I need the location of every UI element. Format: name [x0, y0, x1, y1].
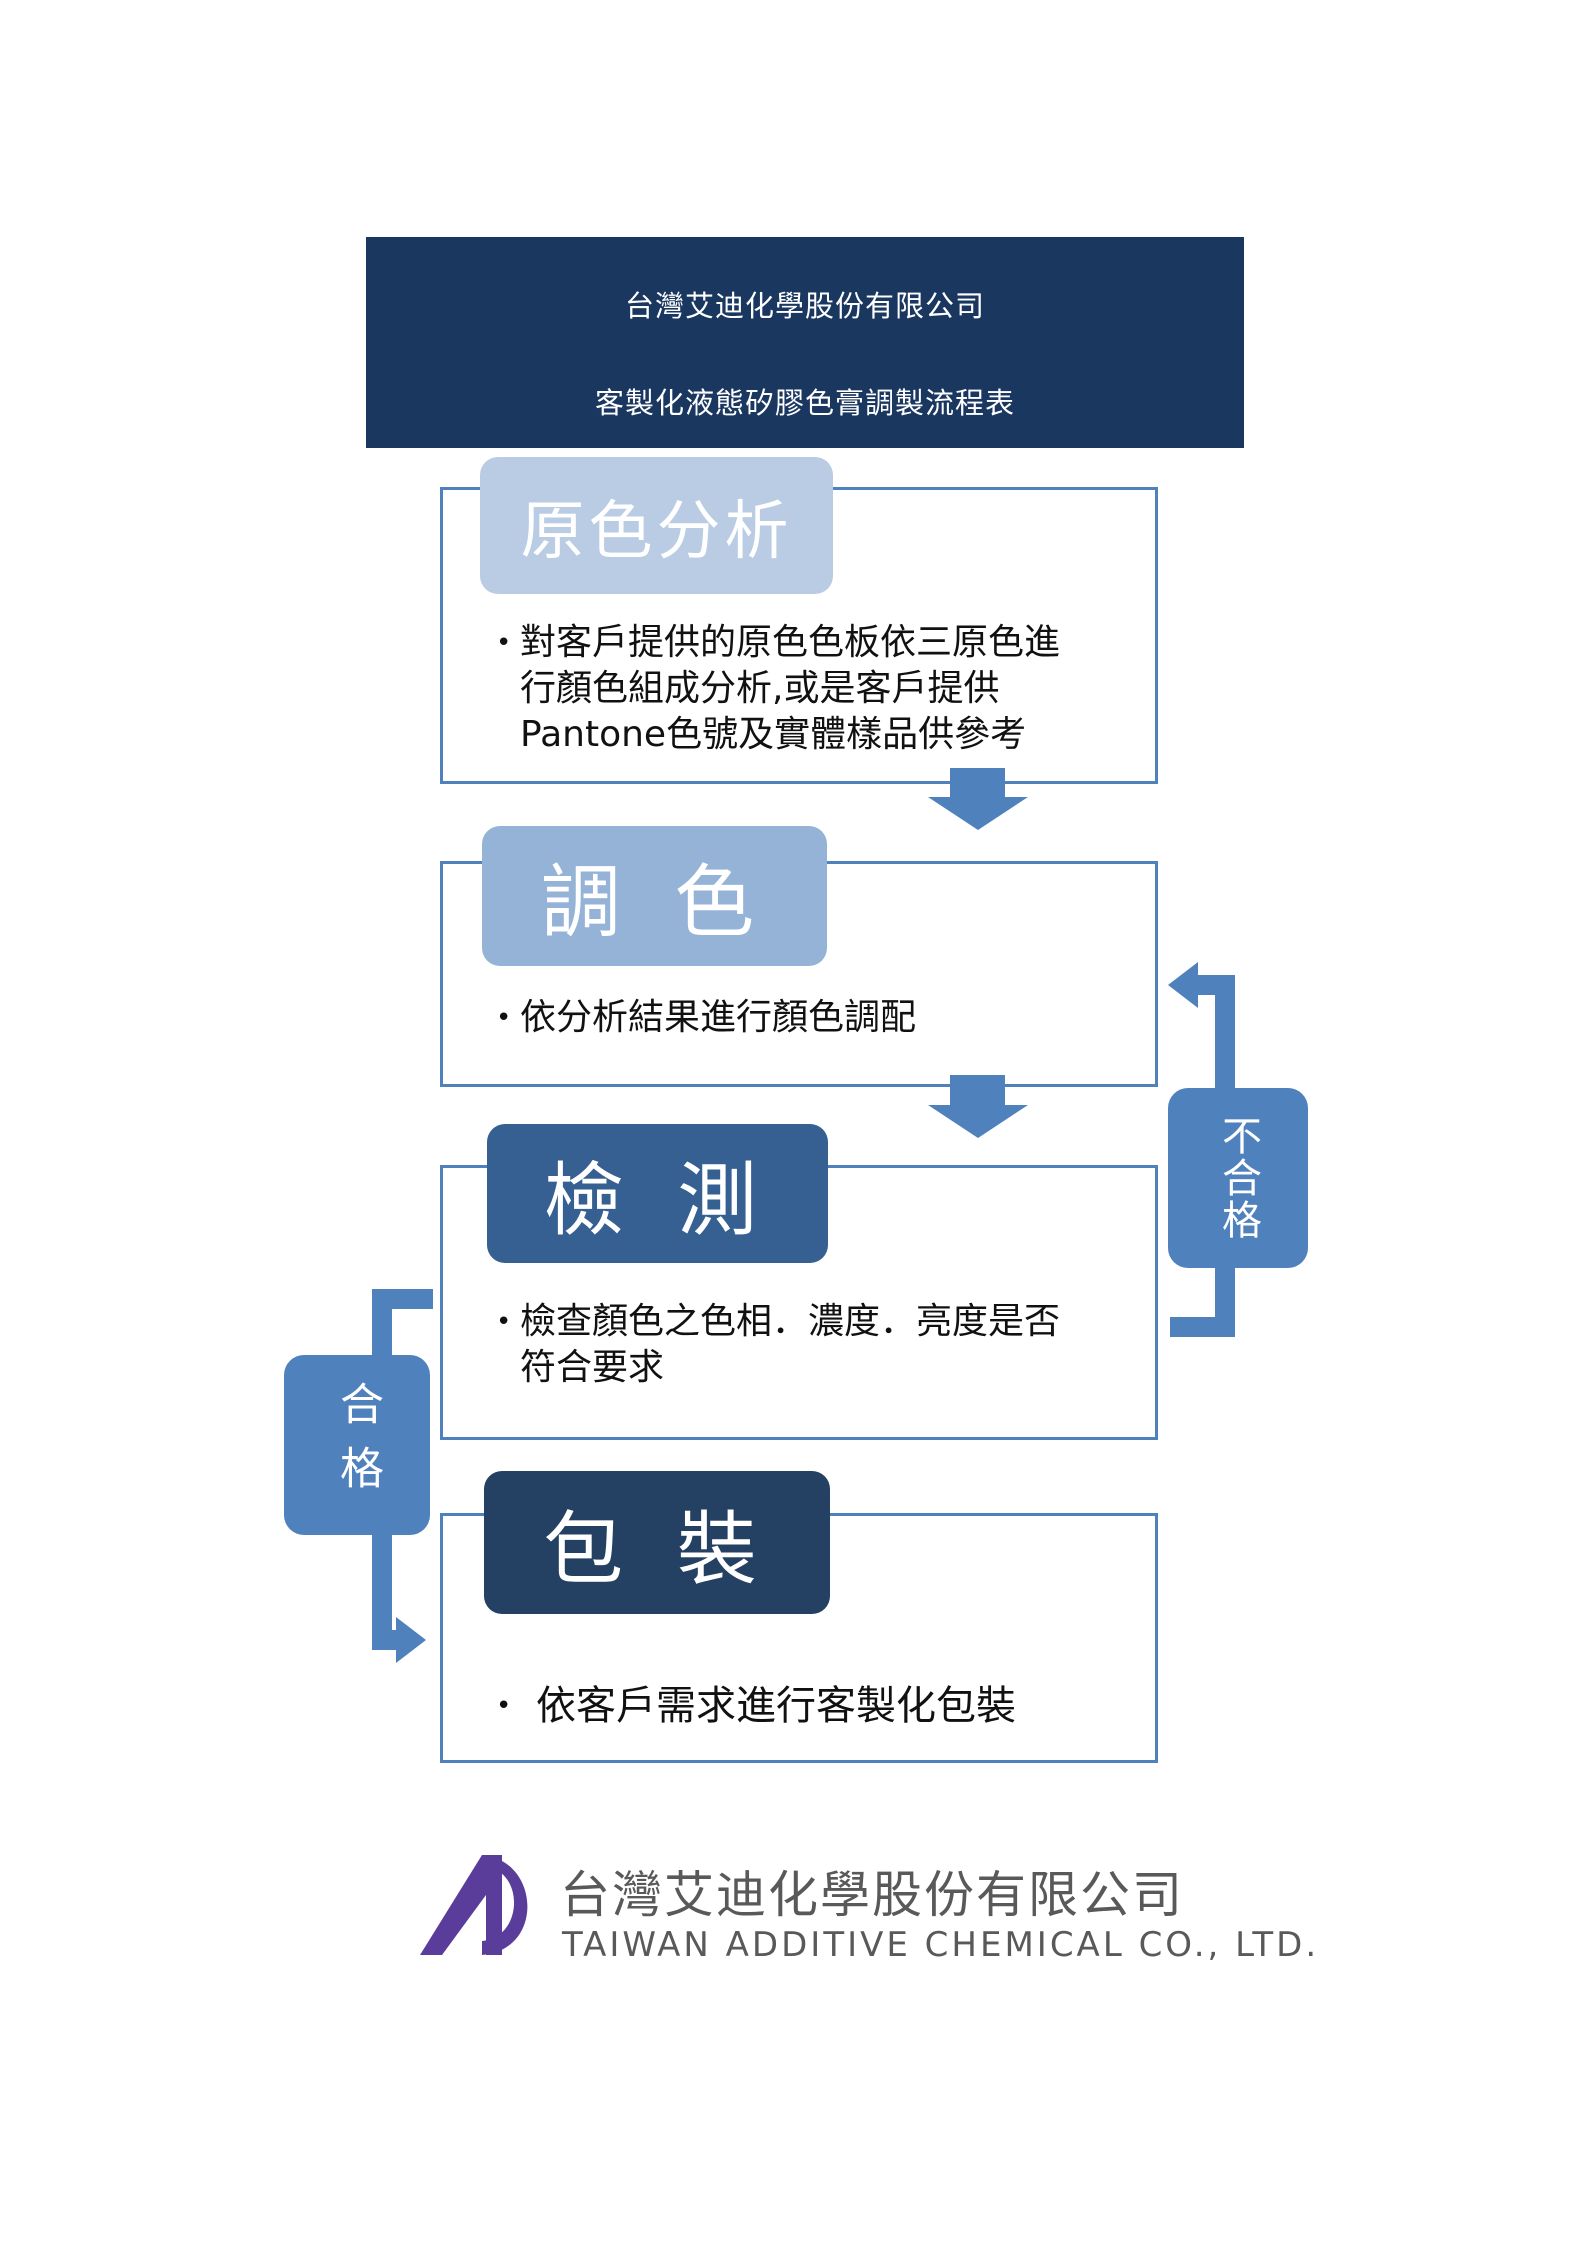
bullet-icon: • — [496, 1691, 512, 1721]
left-arrow-icon — [1168, 962, 1198, 1008]
stage-analysis-title: 原色分析 — [520, 494, 793, 569]
right-arrow-icon — [396, 1617, 426, 1663]
logo-company-en: TAIWAN ADDITIVE CHEMICAL CO., LTD. — [562, 1925, 1320, 1965]
stage-mixing-bullet: • 依分析結果進行顏色調配 — [496, 995, 1136, 1041]
stage-inspection-title: 檢 測 — [543, 1153, 772, 1247]
stage-packaging-title: 包 裝 — [543, 1502, 771, 1596]
fail-label-badge: 不合格 — [1168, 1088, 1308, 1268]
logo-company-cn: 台灣艾迪化學股份有限公司 — [560, 1866, 1184, 1924]
stage-mixing-title-tab: 調 色 — [482, 826, 827, 966]
company-logo-mark — [420, 1855, 528, 1955]
stage-packaging-bullet: • 依客戶需求進行客製化包裝 — [496, 1683, 1136, 1729]
header-subtitle: 客製化液態矽膠色膏調製流程表 — [594, 386, 1015, 420]
stage-analysis-bullet: • 對客戶提供的原色色板依三原色進 行顏色組成分析,或是客戶提供 Pantone… — [496, 620, 1136, 758]
header-banner: 台灣艾迪化學股份有限公司 客製化液態矽膠色膏調製流程表 — [366, 237, 1244, 448]
stage-inspection-bullet: • 檢查顏色之色相．濃度．亮度是否 符合要求 — [496, 1299, 1136, 1391]
header-company: 台灣艾迪化學股份有限公司 — [624, 289, 985, 323]
stage-mixing-text: 依分析結果進行顏色調配 — [520, 997, 917, 1038]
stage-mixing-title: 調 色 — [540, 856, 769, 949]
bullet-icon: • — [496, 1307, 512, 1337]
stage-packaging-title-tab: 包 裝 — [484, 1471, 830, 1614]
bullet-icon: • — [496, 628, 512, 658]
down-arrow-icon — [928, 768, 1028, 830]
fail-label: 不合格 — [1215, 1115, 1261, 1241]
pass-label-badge: 合格 — [284, 1355, 430, 1535]
stage-inspection-text: 檢查顏色之色相．濃度．亮度是否 符合要求 — [520, 1301, 1061, 1388]
stage-inspection-title-tab: 檢 測 — [487, 1124, 828, 1263]
stage-analysis-text: 對客戶提供的原色色板依三原色進 行顏色組成分析,或是客戶提供 Pantone色號… — [520, 622, 1061, 755]
down-arrow-icon — [928, 1075, 1028, 1138]
bullet-icon: • — [496, 1003, 512, 1033]
stage-analysis-title-tab: 原色分析 — [480, 457, 833, 594]
stage-packaging-text: 依客戶需求進行客製化包裝 — [536, 1683, 1016, 1729]
pass-label: 合格 — [332, 1381, 383, 1509]
